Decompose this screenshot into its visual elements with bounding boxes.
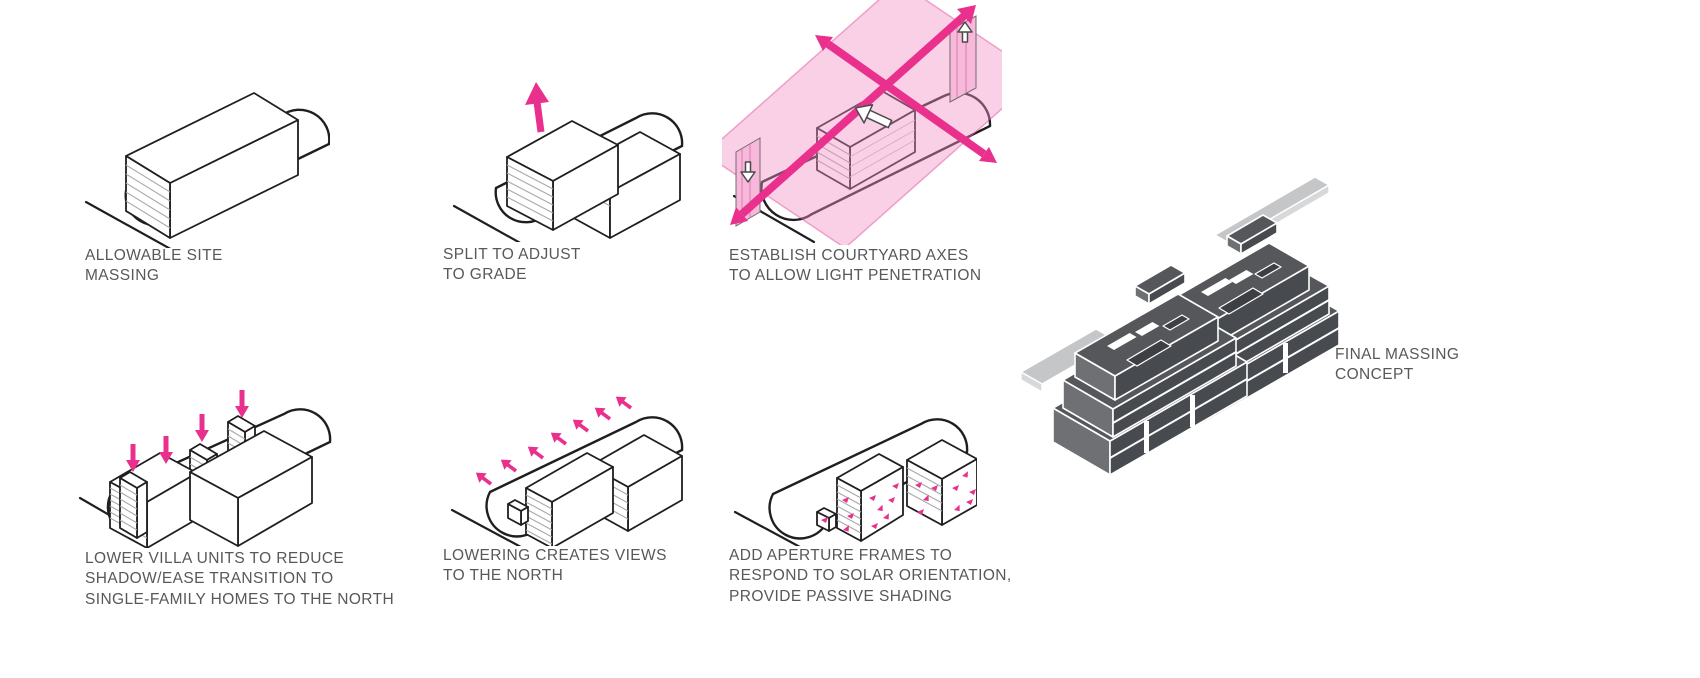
final-massing-render: [1020, 176, 1340, 476]
axis-arrow-2: [815, 35, 997, 163]
massing-box: [125, 92, 299, 239]
caption-step-1: ALLOWABLE SITE MASSING: [85, 247, 223, 285]
aperture-mark-icons: [821, 471, 976, 532]
caption-step-5: LOWERING CREATES VIEWS TO THE NORTH: [443, 547, 667, 585]
caption-step-4: LOWER VILLA UNITS TO REDUCE SHADOW/EASE …: [85, 550, 395, 608]
small-cube: [816, 507, 837, 532]
step-aperture-frames: ADD APERTURE FRAMES TO RESPOND TO SOLAR …: [725, 370, 1015, 605]
lowering-views-diagram: [450, 396, 684, 546]
street-line: [450, 508, 522, 546]
light-plane: [722, 0, 1002, 245]
step-split-to-grade: SPLIT TO ADJUST TO GRADE: [440, 70, 700, 283]
step-lowering-views: LOWERING CREATES VIEWS TO THE NORTH: [438, 370, 698, 584]
allowable-site-massing-diagram: [84, 92, 330, 248]
floor-stripes: [506, 164, 554, 222]
lower-villa-units-diagram: [78, 390, 332, 548]
front-cluster: [1052, 264, 1248, 476]
street-line: [452, 204, 521, 242]
block-right: [906, 439, 977, 526]
villa-tower-1: [119, 471, 148, 539]
step-lower-villa-units: LOWER VILLA UNITS TO REDUCE SHADOW/EASE …: [78, 350, 428, 608]
courtyard-outline-arrow: [854, 104, 893, 129]
main-block-right: [189, 430, 313, 547]
down-arrow-icons: [126, 390, 249, 472]
courtyard-axes-diagram: [722, 0, 1002, 245]
floor-stripes: [125, 164, 171, 229]
vertical-slab-right: [949, 15, 977, 103]
slab-outline-arrow-up: [957, 21, 973, 43]
aperture-frames-diagram: [733, 418, 977, 546]
caption-step-2: SPLIT TO ADJUST TO GRADE: [443, 246, 581, 284]
caption-step-6: ADD APERTURE FRAMES TO RESPOND TO SOLAR …: [729, 547, 1012, 605]
caption-final: FINAL MASSING CONCEPT: [1335, 346, 1460, 384]
street-line: [733, 510, 801, 546]
block-left: [525, 452, 614, 546]
axis-arrow-1: [730, 5, 976, 225]
up-arrow-icon: [525, 82, 549, 133]
step-allowable-site-massing: ALLOWABLE SITE MASSING: [80, 70, 340, 284]
step-courtyard-axes: ESTABLISH COURTYARD AXES TO ALLOW LIGHT …: [722, 0, 1012, 284]
small-cube: [507, 499, 529, 526]
raised-block: [506, 120, 619, 231]
view-arrow-icons: [475, 396, 633, 486]
slab-outline-arrow-down: [740, 161, 756, 183]
caption-step-3: ESTABLISH COURTYARD AXES TO ALLOW LIGHT …: [729, 247, 982, 285]
split-to-grade-diagram: [452, 82, 684, 242]
street-line: [84, 200, 172, 248]
final-massing-concept: FINAL MASSING CONCEPT: [1015, 140, 1515, 490]
block-left: [836, 453, 904, 542]
